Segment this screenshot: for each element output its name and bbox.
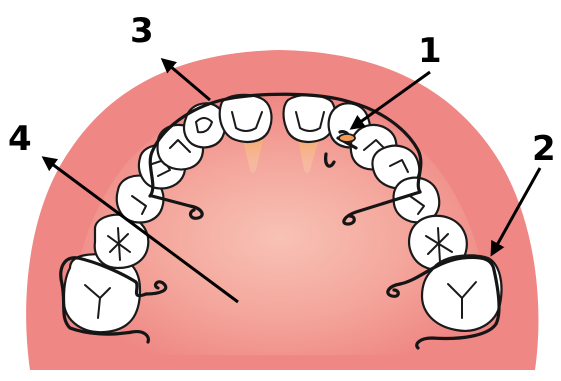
- tooth-left-central-incisor: [220, 95, 272, 142]
- callout-2: 2: [532, 129, 556, 169]
- callout-4: 4: [8, 119, 32, 159]
- tooth-right-central-incisor: [284, 95, 336, 142]
- callout-3: 3: [130, 11, 154, 51]
- callout-1: 1: [418, 31, 442, 71]
- spring-coil: [339, 134, 355, 142]
